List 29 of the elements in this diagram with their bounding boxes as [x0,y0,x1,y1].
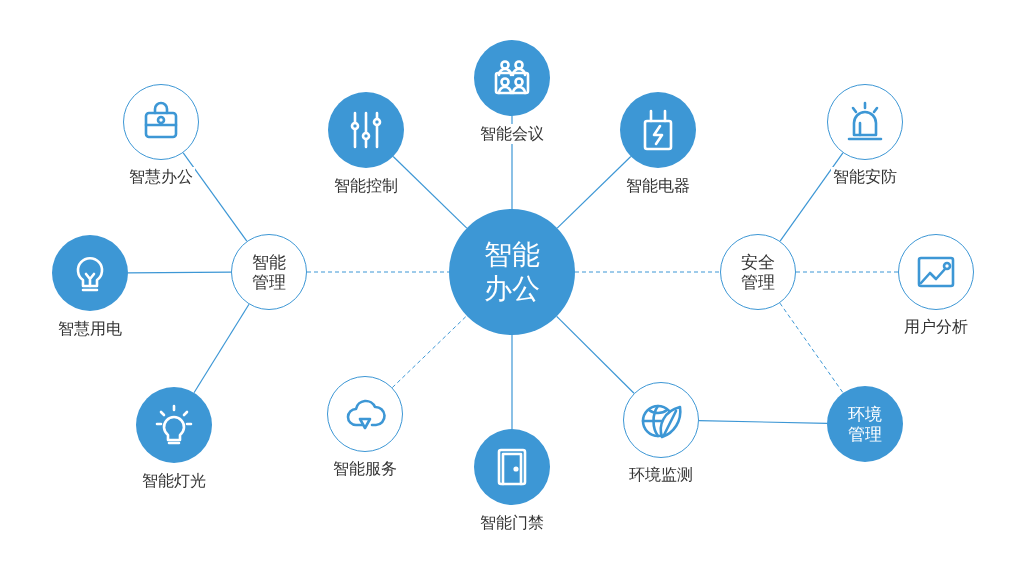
dashed-connector [795,271,899,273]
connector-line [182,152,248,242]
node-label: 智慧办公 [127,167,195,187]
node-label: 智能办公 [483,238,541,306]
dashed-connector [306,271,450,273]
node-label: 智慧用电 [56,319,124,339]
connector-line [511,334,513,430]
node-label: 智能管理 [251,251,287,293]
connector-line [193,303,250,394]
dashed-connector [574,271,721,273]
node-label: 智能门禁 [478,513,546,533]
dashed-connector [779,302,844,394]
node-label: 智能会议 [478,124,546,144]
connector-line [698,420,828,424]
connector-line [779,152,844,242]
node-label: 智能控制 [332,176,400,196]
node-label: 安全管理 [740,251,776,293]
connector-line [556,315,635,394]
node-label: 环境监测 [627,465,695,485]
node-label: 环境管理 [847,403,883,445]
node-label: 智能服务 [331,459,399,479]
connector-line [127,271,232,274]
connector-line [556,155,632,229]
dashed-connector [391,315,468,389]
connector-line [392,155,468,229]
node-label: 智能安防 [831,167,899,187]
node-label: 用户分析 [902,317,970,337]
node-label: 智能电器 [624,176,692,196]
node-label: 智能灯光 [140,471,208,491]
